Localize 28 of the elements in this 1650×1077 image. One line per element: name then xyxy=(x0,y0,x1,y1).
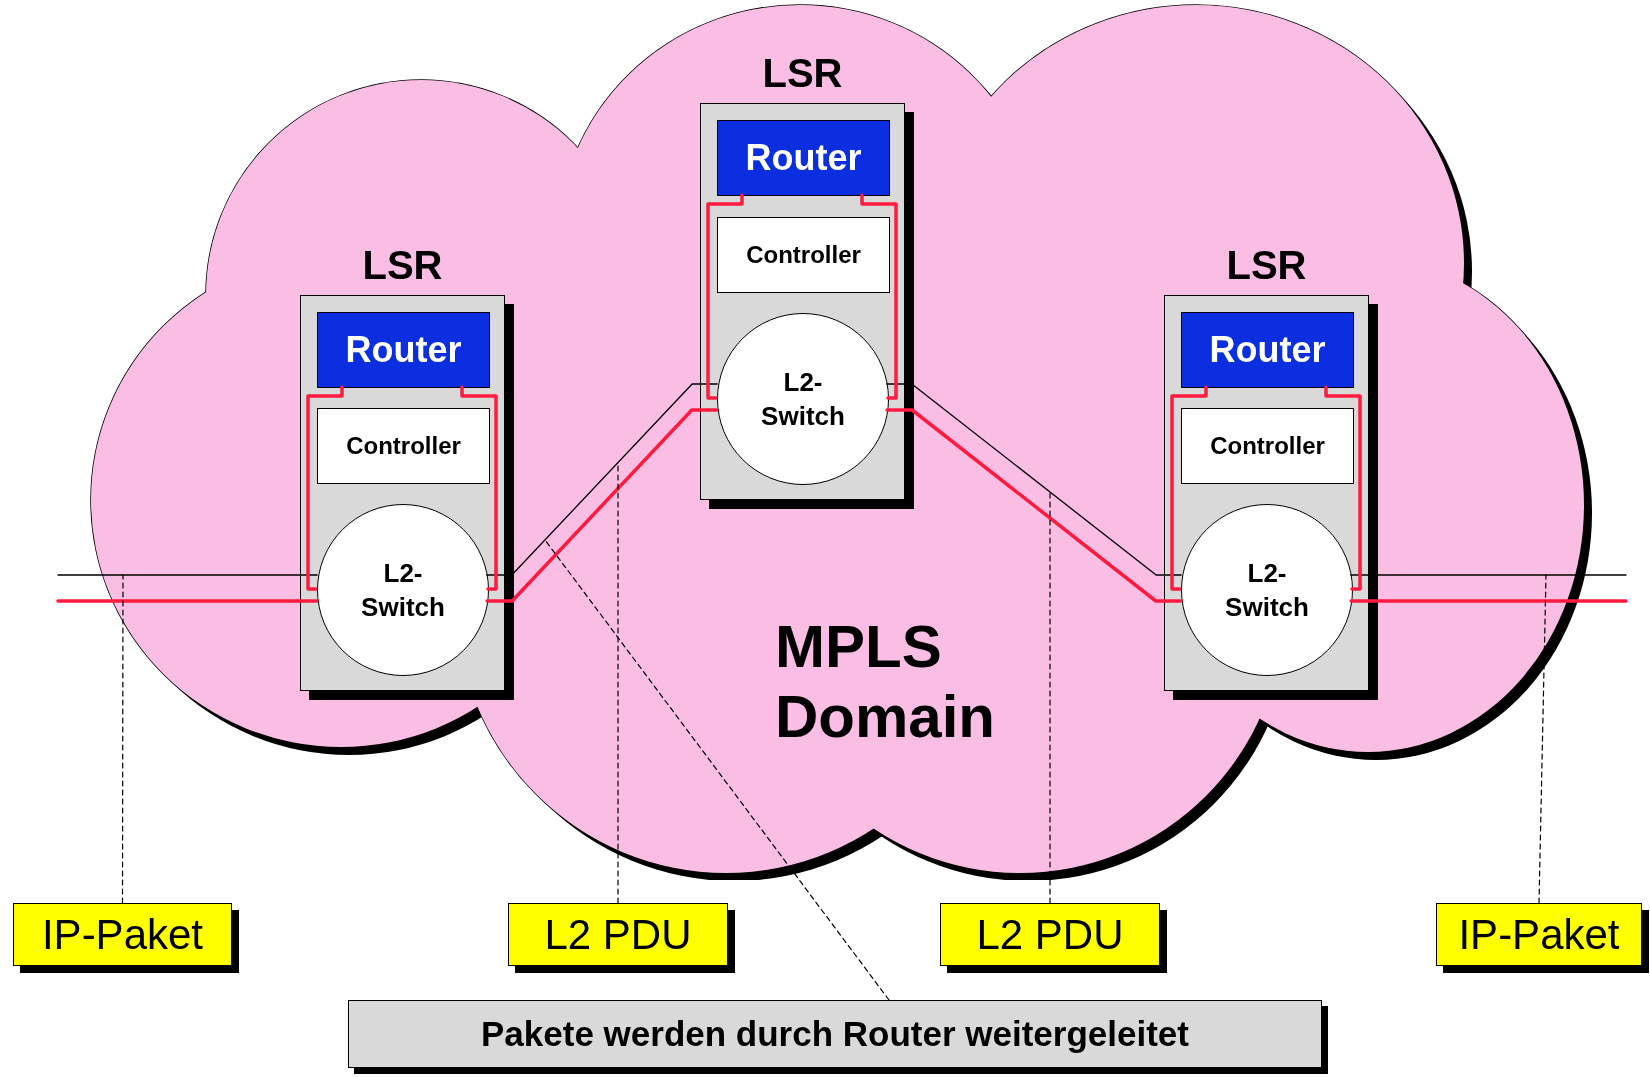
controller-box: Controller xyxy=(1181,408,1354,484)
connection-line xyxy=(56,599,319,603)
controller-box: Controller xyxy=(717,217,890,293)
leader-line xyxy=(1538,574,1547,904)
router-box: Router xyxy=(317,312,490,388)
connection-line xyxy=(1349,599,1628,603)
leader-line xyxy=(1049,491,1051,904)
leader-line xyxy=(544,539,890,1001)
connection-line xyxy=(1170,385,1208,591)
connection-line xyxy=(1350,574,1627,576)
connection-line xyxy=(886,383,1182,576)
device-label: LSR xyxy=(1226,242,1307,288)
connection-line xyxy=(460,385,498,591)
connection-line xyxy=(486,383,718,576)
device-label: LSR xyxy=(762,50,843,96)
leader-line xyxy=(121,574,124,904)
connection-line xyxy=(860,193,898,400)
connection-line xyxy=(57,574,318,576)
controller-box: Controller xyxy=(317,408,490,484)
device-label: LSR xyxy=(362,242,443,288)
connection-line xyxy=(1324,385,1362,591)
domain-label: MPLS Domain xyxy=(775,612,997,752)
connection-line xyxy=(706,193,744,400)
connection-line xyxy=(306,385,344,591)
connection-line xyxy=(885,408,1183,603)
router-box: Router xyxy=(1181,312,1354,388)
router-box: Router xyxy=(717,120,890,196)
connection-line xyxy=(485,408,719,603)
